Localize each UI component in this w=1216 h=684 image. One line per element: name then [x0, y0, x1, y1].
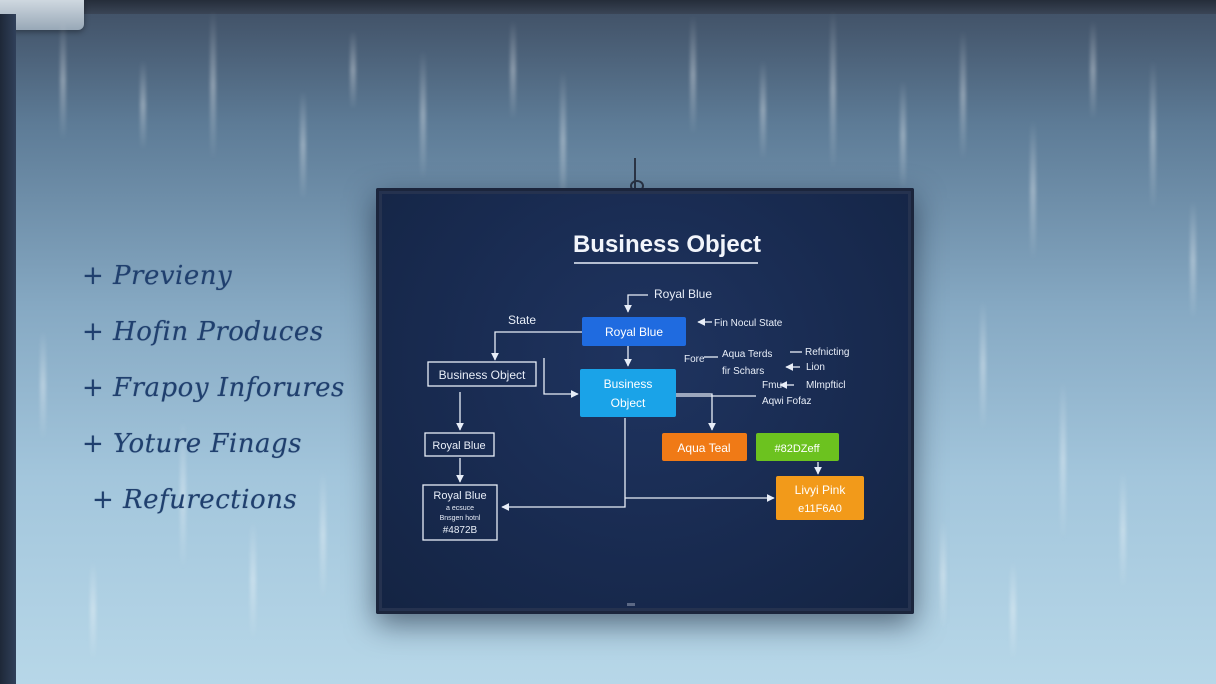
- label-royal-blue-top: Royal Blue: [654, 287, 712, 301]
- label-aqua-terds: Aqua Terds: [722, 349, 772, 360]
- node-business-object-left-label: Business Object: [439, 368, 526, 382]
- ceiling: [0, 0, 1216, 14]
- node-royal-blue-detail-line2: Bnsgen hotnl: [440, 515, 481, 522]
- chalk-labels: Royal Blue State Fin Nocul State Fore Aq…: [508, 287, 849, 407]
- node-green: [756, 433, 839, 461]
- node-aqua-teal: [662, 433, 747, 461]
- node-royal-blue-top-label: Royal Blue: [605, 325, 663, 339]
- wall-corner: [0, 14, 16, 684]
- node-royal-blue-small-label: Royal Blue: [432, 440, 485, 452]
- node-royal-blue-detail-title: Royal Blue: [433, 490, 486, 502]
- connector-lines: [456, 294, 822, 511]
- node-aqua-teal-label: Aqua Teal: [677, 441, 730, 455]
- node-royal-blue-top: [582, 317, 686, 346]
- node-business-object-left: [427, 361, 537, 387]
- node-business-object-center-line2: Object: [611, 396, 646, 410]
- node-livyi-pink-line2: e11F6A0: [798, 503, 842, 515]
- node-business-object-center: [580, 369, 676, 417]
- node-royal-blue-detail: [422, 484, 498, 541]
- label-fir-schars: fir Schars: [722, 366, 764, 377]
- wall-note: + Frapoy Inforures: [82, 373, 345, 403]
- label-aqwi-fofaz: Aqwi Fofaz: [762, 396, 811, 407]
- node-livyi-pink: [776, 476, 864, 520]
- label-mlmpfticl: Mlmpfticl: [806, 380, 845, 391]
- wall-note: + Hofin Produces: [82, 317, 324, 347]
- wall-note: + Refurections: [92, 485, 298, 515]
- label-fin-nocul-state: Fin Nocul State: [714, 318, 783, 329]
- board-title: Business Object: [573, 231, 761, 258]
- label-refnicting: Refnicting: [805, 347, 849, 358]
- label-fore: Fore: [684, 354, 705, 365]
- node-business-object-center-line1: Business: [604, 377, 653, 391]
- board-logo-mark: [627, 603, 635, 606]
- wall-notes: + Previeny + Hofin Produces + Frapoy Inf…: [82, 250, 345, 530]
- node-livyi-pink-line1: Livyi Pink: [795, 483, 847, 497]
- label-fmu: Fmu: [762, 380, 782, 391]
- board-wire: [634, 158, 636, 188]
- node-royal-blue-detail-line3: #4872B: [443, 525, 478, 536]
- wall-note: + Yoture Finags: [82, 429, 302, 459]
- wall-note: + Previeny: [82, 261, 233, 291]
- label-lion: Lion: [806, 362, 825, 373]
- label-state: State: [508, 313, 536, 327]
- node-green-label: #82DZeff: [774, 443, 820, 455]
- node-royal-blue-small: [424, 432, 495, 457]
- node-royal-blue-detail-line1: a ecsuce: [446, 505, 474, 512]
